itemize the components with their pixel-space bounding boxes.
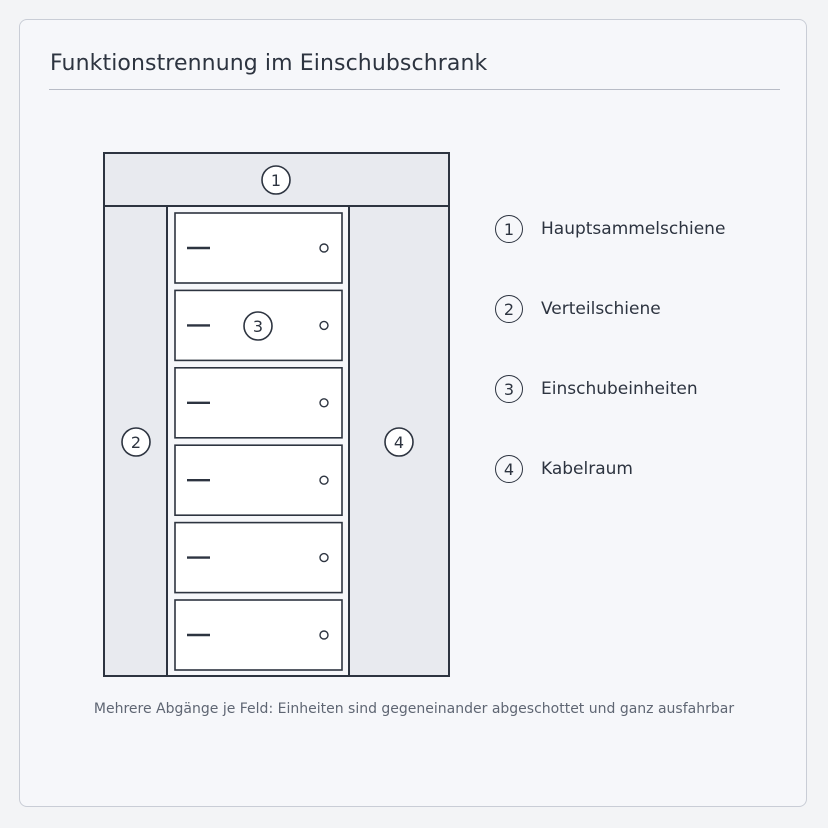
marker-busbar: 1: [261, 165, 291, 195]
marker-distribution-label: 2: [131, 433, 141, 452]
marker-cable-label: 4: [394, 433, 404, 452]
marker-distribution: 2: [121, 427, 151, 457]
diagram-title: Funktionstrennung im Einschubschrank: [50, 51, 488, 76]
drawer-column: [166, 205, 350, 677]
marker-cable: 4: [384, 427, 414, 457]
legend-item-units: 3 Einschubeinheiten: [495, 373, 795, 405]
drawer-indicator-icon: [319, 243, 329, 253]
legend-label: Einschubeinheiten: [541, 379, 698, 399]
legend-item-cable: 4 Kabelraum: [495, 453, 795, 485]
legend-item-distribution: 2 Verteilschiene: [495, 293, 795, 325]
drawer-unit: [174, 444, 343, 517]
marker-units: 3: [243, 311, 273, 341]
legend: 1 Hauptsammelschiene 2 Verteilschiene 3 …: [495, 213, 795, 533]
drawer-unit: [174, 521, 343, 594]
diagram-card: Funktionstrennung im Einschubschrank 1 2: [19, 19, 807, 807]
drawer-indicator-icon: [319, 630, 329, 640]
drawer-indicator-icon: [319, 475, 329, 485]
legend-number: 4: [495, 455, 523, 483]
legend-number: 3: [495, 375, 523, 403]
drawer-indicator-icon: [319, 320, 329, 331]
marker-units-label: 3: [253, 317, 263, 336]
drawer-unit: [174, 366, 343, 439]
legend-label: Verteilschiene: [541, 299, 661, 319]
drawer-unit: [174, 599, 343, 671]
title-divider: [49, 89, 780, 90]
legend-item-busbar: 1 Hauptsammelschiene: [495, 213, 795, 245]
legend-label: Hauptsammelschiene: [541, 219, 726, 239]
diagram-caption: Mehrere Abgänge je Feld: Einheiten sind …: [93, 701, 735, 717]
legend-label: Kabelraum: [541, 459, 633, 479]
cabinet-diagram: 1 2 3 4: [103, 152, 450, 677]
legend-number: 1: [495, 215, 523, 243]
marker-busbar-label: 1: [271, 171, 281, 190]
legend-number: 2: [495, 295, 523, 323]
drawer-unit: [174, 212, 343, 284]
drawer-indicator-icon: [319, 398, 329, 408]
drawer-indicator-icon: [319, 552, 329, 563]
